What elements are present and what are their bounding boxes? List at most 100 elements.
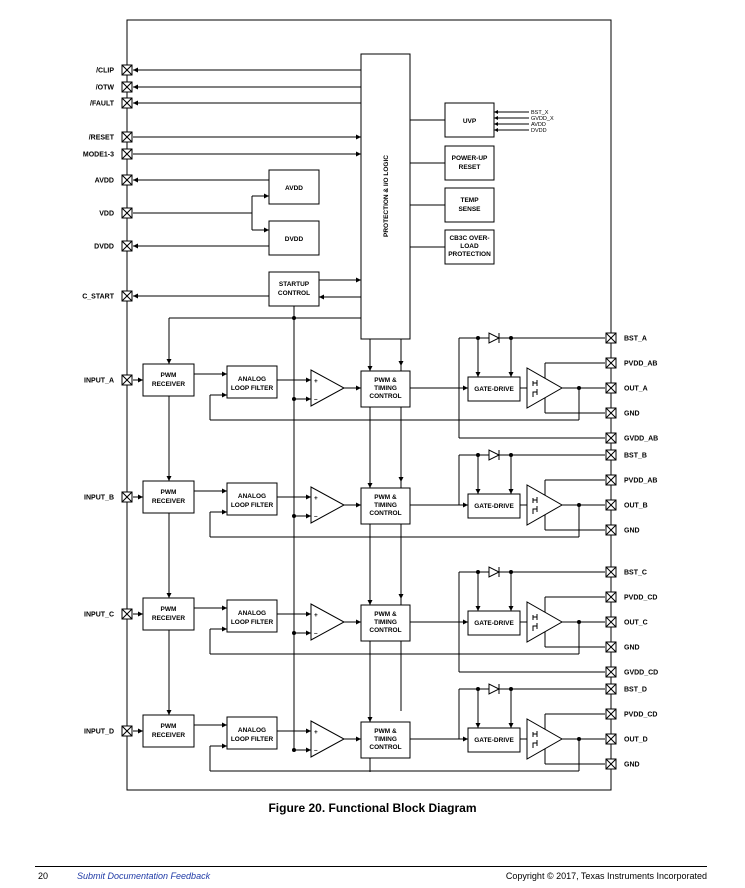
gate-drive-c [467,610,521,636]
uvp-input-bst-x: BST_X [531,110,549,116]
pin-label-input-a: INPUT_A [84,378,114,385]
pin-fault [121,97,133,109]
gate-drive-label: GATE-DRIVE [474,620,514,627]
pin-label-gnd-2: GND [624,528,640,535]
pwm-timing-label-2: TIMING [374,619,397,626]
overload-label-2: LOAD [460,243,479,250]
pwm-timing-label-1: PWM & [374,377,397,384]
pin-c-start [121,290,133,302]
pwm-timing-control-b [360,487,411,525]
pin-label-pvdd-cd-1: PVDD_CD [624,595,657,602]
analog-loop-filter-d [226,716,278,750]
pwm-timing-control-a [360,370,411,408]
pin-input-d [121,725,133,737]
comparator-plus: + [314,729,318,736]
pin-label-vdd: VDD [99,211,114,218]
pin-pvdd-cd-2 [605,708,617,720]
pin-label-out-a: OUT_A [624,386,648,393]
pwm-timing-label-2: TIMING [374,736,397,743]
figure-caption: Figure 20. Functional Block Diagram [268,801,477,815]
pin-clip [121,64,133,76]
pin-label-out-d: OUT_D [624,737,648,744]
pin-avdd [121,174,133,186]
analog-filter-label-2: LOOP FILTER [231,619,274,626]
left-control-wires [133,67,361,157]
startup-control-label-2: CONTROL [278,290,310,297]
footer-rule [35,866,707,867]
pin-gnd-3 [605,641,617,653]
powerup-reset-block [444,145,495,181]
comparator-plus: + [314,612,318,619]
uvp-block [444,102,495,138]
comparator-minus: – [314,513,318,520]
pwm-receiver-label-1: PWM [161,372,177,379]
powerup-reset-label-1: POWER-UP [452,155,488,162]
pin-bst-b [605,449,617,461]
pin-label-pvdd-cd-2: PVDD_CD [624,712,657,719]
uvp-input-dvdd: DVDD [531,128,547,134]
pin-pvdd-cd-1 [605,591,617,603]
pin-out-b [605,499,617,511]
pin-reset [121,131,133,143]
pwm-timing-label-1: PWM & [374,728,397,735]
submit-feedback-link[interactable]: Submit Documentation Feedback [77,871,211,881]
pin-label-gvdd-ab: GVDD_AB [624,436,658,443]
pwm-receiver-label-2: RECEIVER [152,381,186,388]
pin-gnd-2 [605,524,617,536]
overload-label-3: PROTECTION [448,251,491,258]
pwm-timing-label-3: CONTROL [369,393,401,400]
pin-label-bst-c: BST_C [624,570,647,577]
pwm-receiver-label-2: RECEIVER [152,498,186,505]
pin-input-c [121,608,133,620]
comparator-d [310,720,346,758]
regulator-wires [133,177,269,249]
pin-out-c [605,616,617,628]
comparator-plus: + [314,495,318,502]
pin-gvdd-ab [605,432,617,444]
comparator-b [310,486,346,524]
pwm-timing-label-3: CONTROL [369,510,401,517]
temp-sense-label-2: SENSE [458,206,481,213]
gate-drive-b [467,493,521,519]
uvp-label: UVP [463,118,477,125]
pin-label-reset: /RESET [89,135,115,142]
pwm-timing-label-3: CONTROL [369,627,401,634]
analog-filter-label-1: ANALOG [238,727,266,734]
gate-drive-a [467,376,521,402]
pin-label-out-c: OUT_C [624,620,648,627]
pin-label-out-b: OUT_B [624,503,648,510]
page-number: 20 [38,871,49,881]
pin-dvdd [121,240,133,252]
analog-loop-filter-a [226,365,278,399]
comparator-a [310,369,346,407]
pin-input-b [121,491,133,503]
uvp-inputs: BST_X GVDD_X AVDD DVDD [494,110,554,134]
pin-gnd-1 [605,407,617,419]
pin-label-input-c: INPUT_C [84,612,114,619]
gate-drive-label: GATE-DRIVE [474,503,514,510]
analog-filter-label-1: ANALOG [238,610,266,617]
gate-drive-label: GATE-DRIVE [474,386,514,393]
pin-label-gvdd-cd: GVDD_CD [624,670,658,677]
pin-gvdd-cd [605,666,617,678]
temp-sense-label-1: TEMP [460,197,479,204]
pin-label-gnd-3: GND [624,645,640,652]
pwm-receiver-label-2: RECEIVER [152,732,186,739]
pwm-timing-control-d [360,721,411,759]
overload-label-1: CB3C OVER- [449,235,489,242]
pin-out-d [605,733,617,745]
comparator-minus: – [314,747,318,754]
pwm-receiver-label-1: PWM [161,606,177,613]
gate-drive-label: GATE-DRIVE [474,737,514,744]
avdd-regulator-label: AVDD [285,185,303,192]
analog-filter-label-2: LOOP FILTER [231,502,274,509]
pin-label-input-d: INPUT_D [84,729,114,736]
pin-input-a [121,374,133,386]
pin-label-pvdd-ab-2: PVDD_AB [624,478,657,485]
pin-label-otw: /OTW [96,85,115,92]
uvp-input-gvdd-x: GVDD_X [531,116,554,122]
comparator-minus: – [314,396,318,403]
